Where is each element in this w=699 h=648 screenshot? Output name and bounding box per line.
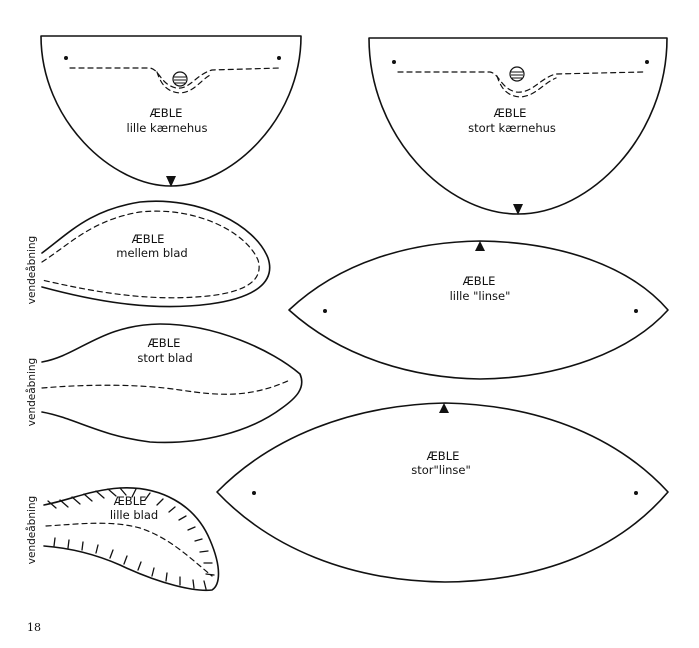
seam-line [156,71,213,94]
piece-title: ÆBLE [463,274,496,288]
pattern-piece-small-core: ÆBLE lille kærnehus [40,35,302,187]
marker-dot [634,491,638,495]
turn-opening-label: vendeåbning [25,496,38,564]
piece-outline [216,402,669,583]
piece-subtitle: lille blad [110,508,158,522]
stem-hole-icon [172,71,188,87]
seam-line [45,522,213,577]
marker-dot [323,309,327,313]
marker-dot [64,56,68,60]
piece-outline [41,200,271,308]
pattern-piece-small-lens: ÆBLE lille "linse" [288,240,669,380]
seam-line [69,67,281,89]
notch-marker [475,241,485,251]
piece-subtitle: stor"linse" [411,463,471,477]
marker-dot [645,60,649,64]
pattern-piece-large-core: ÆBLE stort kærnehus [368,37,668,215]
turn-opening-label: vendeåbning [25,236,38,304]
piece-outline [43,487,220,592]
seam-line [41,379,291,395]
seam-line [397,71,644,93]
piece-title: ÆBLE [114,494,147,508]
piece-subtitle: stort kærnehus [468,121,556,135]
marker-dot [392,60,396,64]
piece-subtitle: mellem blad [116,246,187,260]
piece-outline [288,240,669,380]
piece-title: ÆBLE [148,336,181,350]
pattern-piece-small-leaf: ÆBLE lille blad vendeåbning [25,487,220,592]
marker-dot [277,56,281,60]
piece-subtitle: lille "linse" [450,289,511,303]
stem-hole-icon [509,66,525,82]
piece-title: ÆBLE [150,106,183,120]
seam-allowance-hatching [47,487,215,590]
seam-line [41,210,260,299]
piece-outline [41,323,303,444]
piece-title: ÆBLE [132,232,165,246]
piece-subtitle: stort blad [137,351,192,365]
piece-title: ÆBLE [427,449,460,463]
seam-line [496,75,557,98]
marker-dot [634,309,638,313]
marker-dot [252,491,256,495]
piece-subtitle: lille kærnehus [127,121,208,135]
notch-marker [439,403,449,413]
pattern-piece-medium-leaf: ÆBLE mellem blad vendeåbning [25,200,271,308]
pattern-piece-large-lens: ÆBLE stor"linse" [216,402,669,583]
piece-title: ÆBLE [494,106,527,120]
turn-opening-label: vendeåbning [25,358,38,426]
notch-marker [513,204,523,215]
page-number: 18 [27,621,41,634]
notch-marker [166,176,176,187]
pattern-piece-large-leaf: ÆBLE stort blad vendeåbning [25,323,303,444]
